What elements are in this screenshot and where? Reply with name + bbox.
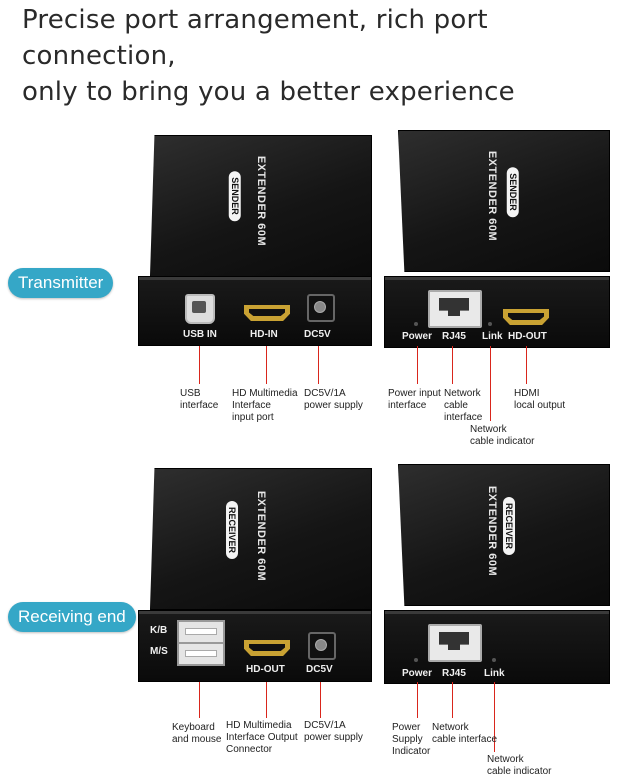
port-label-link: Link <box>482 331 503 342</box>
headline-line-2: only to bring you a better experience <box>22 77 515 107</box>
transmitter-front-case-top <box>150 135 372 277</box>
receiver-rear-panel <box>384 610 610 684</box>
leader-line <box>266 682 267 718</box>
receiver-front-case-top <box>150 468 372 610</box>
port-label-hd-in: HD-IN <box>250 329 278 340</box>
transmitter-rear-case-badge: SENDER <box>506 167 519 217</box>
hdmi-out-port-icon <box>244 640 290 656</box>
leader-line <box>417 682 418 718</box>
receiver-rear-case-badge: RECEIVER <box>503 496 516 556</box>
receiver-rear-case-text: EXTENDER 60M <box>486 485 499 577</box>
port-label-power: Power <box>402 668 433 679</box>
hdmi-in-port-icon <box>244 305 290 321</box>
port-label-ms: M/S <box>150 646 168 657</box>
dc-jack-icon <box>307 294 335 322</box>
receiver-front-case-text: EXTENDER 60M <box>255 490 268 582</box>
leader-line <box>452 346 453 384</box>
port-label-dc5v: DC5V <box>306 664 333 675</box>
leader-line <box>417 346 418 384</box>
headline: Precise port arrangement, rich port conn… <box>22 2 632 110</box>
leader-line <box>452 682 453 718</box>
port-label-rj45: RJ45 <box>442 331 466 342</box>
leader-line <box>318 346 319 384</box>
receiver-front-case-badge: RECEIVER <box>226 500 239 560</box>
leader-line <box>266 346 267 384</box>
link-led-icon <box>488 322 492 326</box>
hdmi-out-port-icon <box>503 309 549 325</box>
transmitter-front-case-text: EXTENDER 60M <box>255 155 268 247</box>
usb-a-port-bottom-icon <box>177 642 225 666</box>
dc-jack-icon <box>308 632 336 660</box>
transmitter-label: Transmitter <box>8 268 114 298</box>
transmitter-rear-panel <box>384 276 610 348</box>
usb-a-port-top-icon <box>177 620 225 644</box>
leader-line <box>199 346 200 384</box>
transmitter-front-case-badge: SENDER <box>228 171 241 221</box>
port-label-link: Link <box>484 668 505 679</box>
headline-line-1: Precise port arrangement, rich port conn… <box>22 5 488 71</box>
usb-b-port-icon <box>185 294 215 324</box>
port-label-power: Power <box>402 331 433 342</box>
power-led-icon <box>414 322 418 326</box>
port-label-kb: K/B <box>150 625 168 636</box>
leader-line <box>199 682 200 718</box>
power-led-icon <box>414 658 418 662</box>
leader-line <box>526 346 527 384</box>
port-label-usb-in: USB IN <box>183 329 217 340</box>
port-label-dc5v: DC5V <box>304 329 331 340</box>
leader-line <box>320 682 321 718</box>
leader-line <box>494 682 495 752</box>
transmitter-rear-case-text: EXTENDER 60M <box>486 150 499 242</box>
transmitter-rear-case-top <box>398 130 610 272</box>
rj45-port-icon <box>428 624 482 662</box>
rj45-port-icon <box>428 290 482 328</box>
leader-line <box>490 346 491 421</box>
port-label-rj45: RJ45 <box>442 668 466 679</box>
port-label-hd-out: HD-OUT <box>508 331 547 342</box>
receiving-end-label: Receiving end <box>8 602 136 632</box>
link-led-icon <box>492 658 496 662</box>
port-label-hd-out: HD-OUT <box>246 664 285 675</box>
